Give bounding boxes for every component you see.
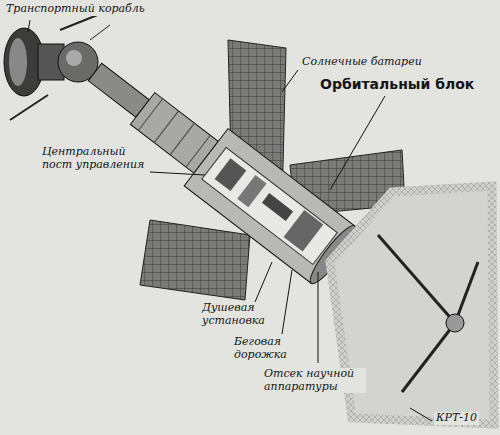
illustration-part: [318, 272, 319, 363]
illustration-part: [330, 96, 385, 190]
illustration-part: [28, 20, 30, 32]
panel-label: Солнечные батареи: [300, 56, 424, 69]
illustration-part: [215, 158, 247, 191]
illustration-part: [9, 38, 27, 86]
control-label: Центральный пост управления: [40, 146, 152, 171]
track-label: Беговая дорожка: [232, 336, 308, 361]
illustration-part: [282, 70, 298, 92]
illustration-part: [282, 270, 292, 334]
shower-label: Душевая установка: [200, 302, 278, 327]
block-label: Орбитальный блок: [318, 76, 476, 92]
illustration-part: [255, 262, 272, 302]
illustration-part: [262, 193, 293, 221]
transport-ship: [4, 10, 110, 120]
illustration-part: [90, 25, 110, 40]
illustration-part: [378, 235, 455, 323]
illustration-part: [455, 262, 478, 323]
illustration-part: [66, 50, 82, 66]
illustration-part: [446, 314, 464, 332]
antenna-label: КРТ-10: [434, 412, 479, 425]
illustration-part: [402, 323, 455, 392]
bay-label: Отсек научной аппаратуры: [262, 368, 366, 393]
illustration-part: [88, 63, 149, 117]
illustration-part: [410, 408, 432, 421]
ship-label: Транспортный корабль: [4, 3, 147, 16]
illustration-part: [202, 147, 337, 264]
illustration-part: [284, 210, 324, 252]
illustration-part: [10, 95, 48, 120]
illustration-part: [150, 172, 205, 175]
solar-panel: [140, 220, 250, 300]
